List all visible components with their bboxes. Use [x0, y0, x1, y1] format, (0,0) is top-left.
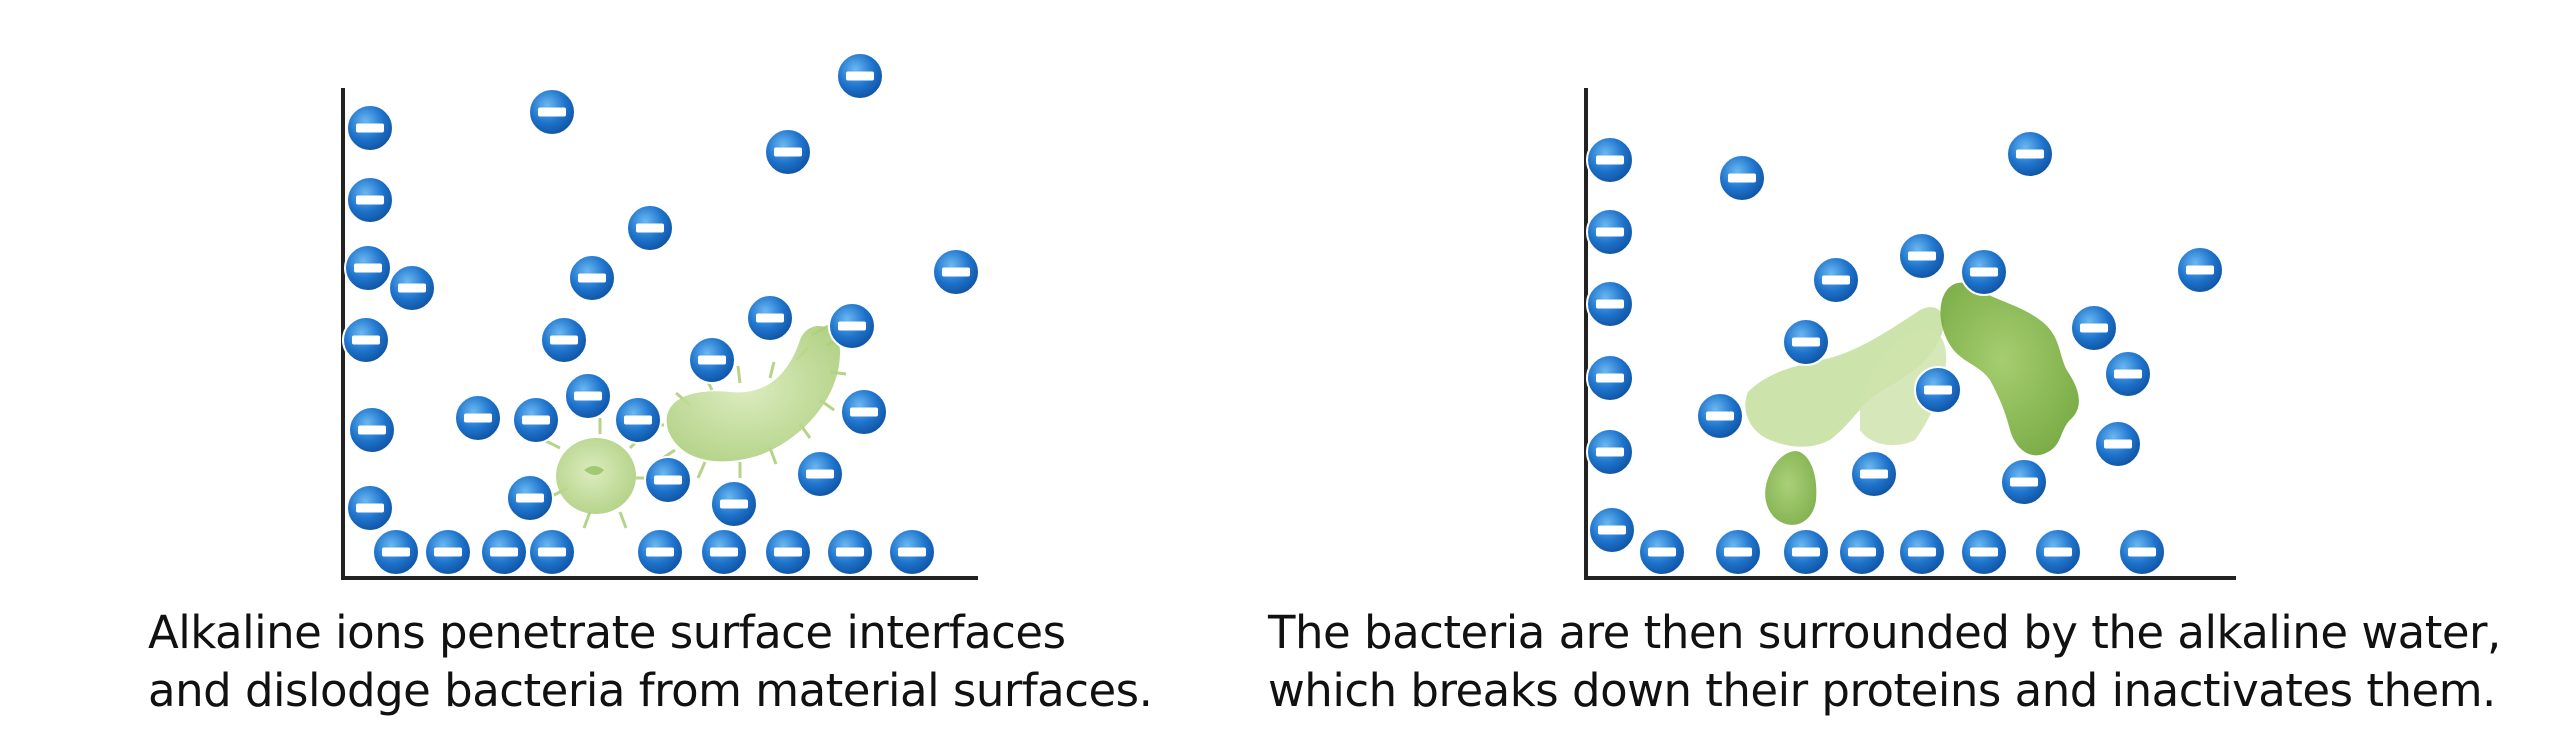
negative-ion-icon — [826, 528, 874, 576]
negative-ion-icon — [424, 528, 472, 576]
negative-ion-icon — [506, 474, 554, 522]
negative-ion-icon — [828, 302, 876, 350]
negative-ion-icon — [528, 88, 576, 136]
negative-ion-icon — [388, 264, 436, 312]
bacterium-round-icon — [543, 418, 652, 529]
negative-ion-icon — [1638, 528, 1686, 576]
negative-ion-icon — [1586, 428, 1634, 476]
ion-group-left — [342, 52, 980, 576]
negative-ion-icon — [1714, 528, 1762, 576]
negative-ion-icon — [688, 336, 736, 384]
negative-ion-icon — [2094, 420, 2142, 468]
caption-left: Alkaline ions penetrate surface interfac… — [148, 604, 1153, 720]
negative-ion-icon — [2034, 528, 2082, 576]
negative-ion-icon — [1696, 392, 1744, 440]
negative-ion-icon — [1850, 450, 1898, 498]
negative-ion-icon — [1960, 528, 2008, 576]
bacteria-fragment-light-icon — [1745, 307, 1947, 447]
negative-ion-icon — [836, 52, 884, 100]
negative-ion-icon — [614, 396, 662, 444]
caption-right: The bacteria are then surrounded by the … — [1268, 604, 2501, 720]
bacteria-fragment-small-icon — [1765, 451, 1817, 525]
caption-left-line-2: and dislodge bacteria from material surf… — [148, 664, 1153, 717]
negative-ion-icon — [346, 176, 394, 224]
negative-ion-icon — [480, 528, 528, 576]
negative-ion-icon — [1588, 506, 1636, 554]
negative-ion-icon — [1782, 528, 1830, 576]
panel-left-diagram — [341, 52, 980, 580]
axes-right — [1584, 88, 2236, 580]
negative-ion-icon — [840, 388, 888, 436]
negative-ion-icon — [1812, 256, 1860, 304]
negative-ion-icon — [344, 244, 392, 292]
negative-ion-icon — [888, 528, 936, 576]
negative-ion-icon — [764, 528, 812, 576]
negative-ion-icon — [1718, 154, 1766, 202]
negative-ion-icon — [1782, 318, 1830, 366]
negative-ion-icon — [796, 450, 844, 498]
negative-ion-icon — [1586, 280, 1634, 328]
negative-ion-icon — [348, 406, 396, 454]
negative-ion-icon — [1838, 528, 1886, 576]
negative-ion-icon — [2104, 350, 2152, 398]
negative-ion-icon — [2006, 130, 2054, 178]
negative-ion-icon — [1586, 354, 1634, 402]
negative-ion-icon — [568, 254, 616, 302]
axes-left — [341, 88, 978, 580]
negative-ion-icon — [700, 528, 748, 576]
negative-ion-icon — [932, 248, 980, 296]
negative-ion-icon — [540, 316, 588, 364]
negative-ion-icon — [1898, 232, 1946, 280]
negative-ion-icon — [2070, 304, 2118, 352]
negative-ion-icon — [636, 528, 684, 576]
negative-ion-icon — [564, 372, 612, 420]
panel-right-diagram — [1584, 88, 2236, 580]
negative-ion-icon — [1586, 136, 1634, 184]
negative-ion-icon — [342, 316, 390, 364]
negative-ion-icon — [746, 294, 794, 342]
negative-ion-icon — [1914, 366, 1962, 414]
negative-ion-icon — [626, 204, 674, 252]
ion-group-right — [1586, 130, 2224, 576]
caption-right-line-2: which breaks down their proteins and ina… — [1268, 664, 2496, 717]
negative-ion-icon — [346, 484, 394, 532]
caption-left-line-1: Alkaline ions penetrate surface interfac… — [148, 606, 1066, 659]
bacteria-fragment-dark-icon — [1940, 282, 2079, 456]
caption-right-line-1: The bacteria are then surrounded by the … — [1268, 606, 2501, 659]
negative-ion-icon — [512, 396, 560, 444]
negative-ion-icon — [454, 394, 502, 442]
negative-ion-icon — [764, 128, 812, 176]
negative-ion-icon — [1898, 528, 1946, 576]
negative-ion-icon — [2000, 458, 2048, 506]
negative-ion-icon — [372, 528, 420, 576]
negative-ion-icon — [2118, 528, 2166, 576]
negative-ion-icon — [346, 104, 394, 152]
negative-ion-icon — [2176, 246, 2224, 294]
negative-ion-icon — [1586, 208, 1634, 256]
negative-ion-icon — [710, 480, 758, 528]
negative-ion-icon — [1960, 248, 2008, 296]
negative-ion-icon — [644, 456, 692, 504]
negative-ion-icon — [528, 528, 576, 576]
